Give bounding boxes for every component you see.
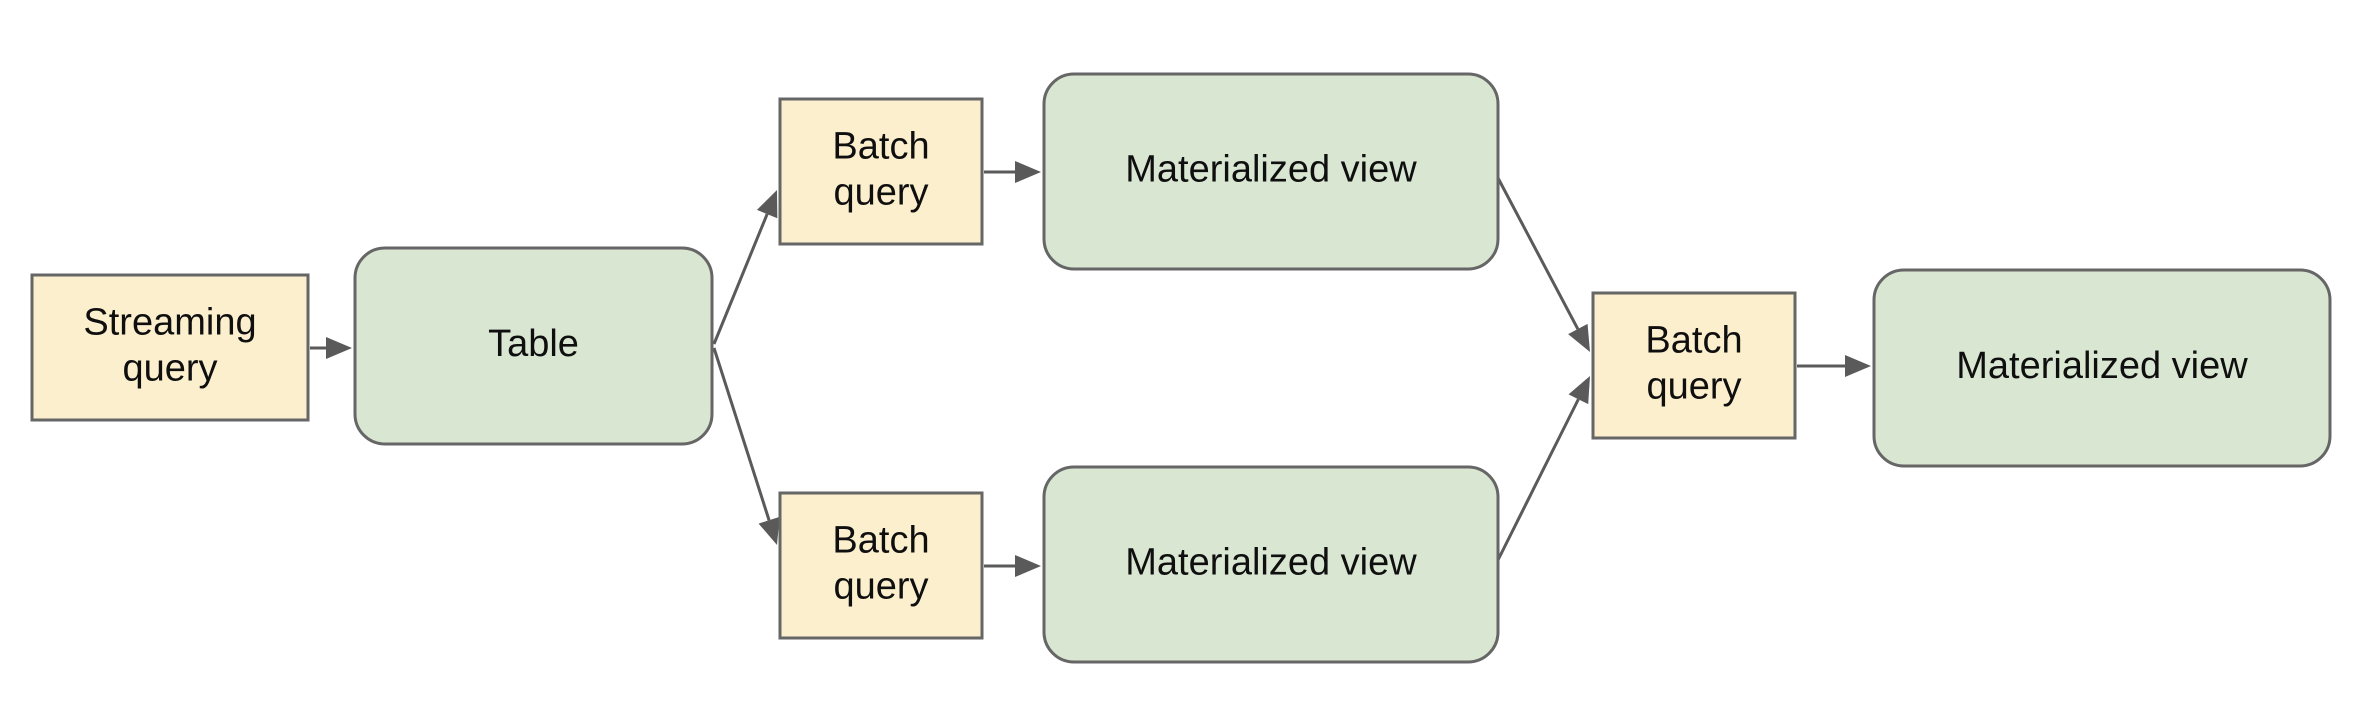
node-label-line: Materialized view <box>1956 345 2248 387</box>
node-label-line: Batch <box>832 126 929 168</box>
node-materialized-view-final[interactable]: Materialized view <box>1872 268 2332 468</box>
arrowhead-icon <box>1015 555 1041 577</box>
node-shape <box>1872 268 2332 468</box>
node-label-line: Batch <box>832 520 929 562</box>
edge-line <box>1496 398 1580 561</box>
node-label: Materialized view <box>1125 149 1417 191</box>
arrowhead-icon <box>1845 355 1871 377</box>
edge-arrow <box>984 161 1041 183</box>
node-shape <box>778 97 984 246</box>
node-label-line: Streaming <box>83 302 256 344</box>
edge-layer <box>310 161 1871 577</box>
node-shape <box>1042 72 1500 271</box>
edge-arrow <box>1496 177 1590 352</box>
arrowhead-icon <box>1568 323 1590 352</box>
arrowhead-icon <box>1015 161 1041 183</box>
arrowhead-icon <box>1568 376 1590 405</box>
node-label-line: query <box>122 348 217 390</box>
edge-arrow <box>984 555 1041 577</box>
edge-line <box>1496 177 1580 330</box>
node-label-line: query <box>1646 366 1741 408</box>
node-shape <box>1042 465 1500 664</box>
node-materialized-view-bottom[interactable]: Materialized view <box>1042 465 1500 664</box>
edge-arrow <box>1797 355 1871 377</box>
edge-line <box>712 347 771 521</box>
arrowhead-icon <box>326 337 352 359</box>
node-label-line: Table <box>488 323 579 365</box>
edge-arrow <box>712 347 780 545</box>
node-table[interactable]: Table <box>353 246 714 446</box>
node-label: Materialized view <box>1125 542 1417 584</box>
node-label-line: Batch <box>1645 320 1742 362</box>
node-shape <box>1591 291 1797 440</box>
node-label-line: query <box>833 566 928 608</box>
node-label: Materialized view <box>1956 345 2248 387</box>
node-label-line: Materialized view <box>1125 542 1417 584</box>
node-label-line: Materialized view <box>1125 149 1417 191</box>
node-shape <box>353 246 714 446</box>
edge-line <box>712 213 769 345</box>
node-label: Table <box>488 323 579 365</box>
arrowhead-icon <box>756 190 778 219</box>
arrowhead-icon <box>758 516 780 545</box>
node-shape <box>778 491 984 640</box>
edge-arrow <box>712 190 778 345</box>
edge-arrow <box>1496 376 1590 561</box>
edge-arrow <box>310 337 352 359</box>
node-label-line: query <box>833 172 928 214</box>
node-materialized-view-top[interactable]: Materialized view <box>1042 72 1500 271</box>
node-shape <box>30 273 310 422</box>
